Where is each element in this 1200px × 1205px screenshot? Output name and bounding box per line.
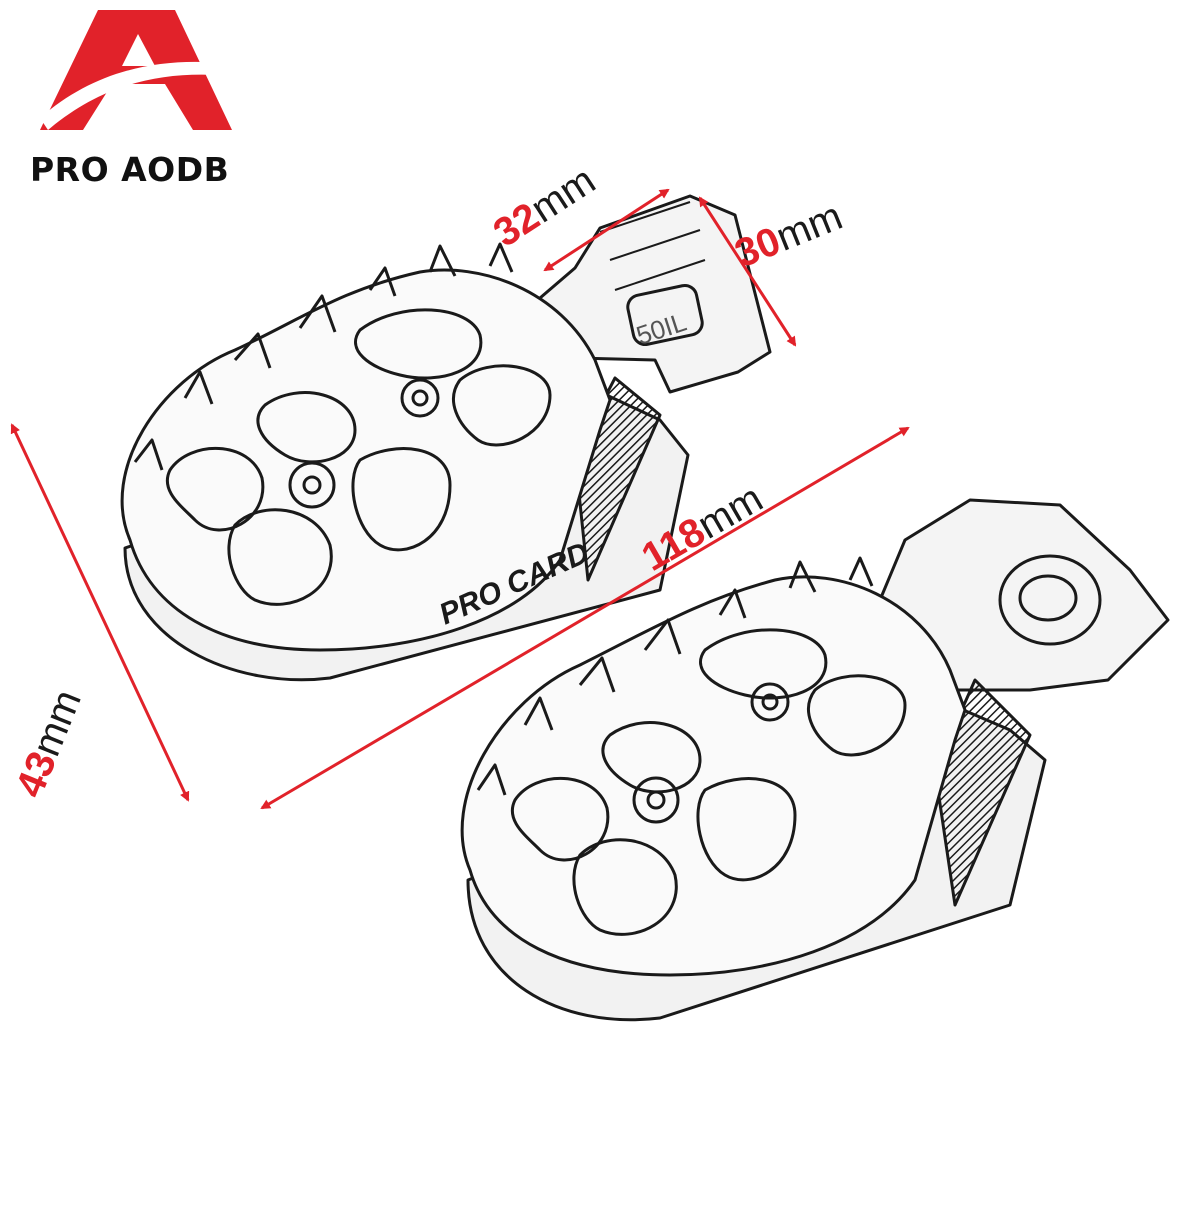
dimension-label-width: 32mm (486, 158, 603, 255)
svg-text:30mm: 30mm (729, 194, 849, 276)
svg-text:32mm: 32mm (486, 158, 603, 255)
brand-name: PRO AODB (30, 150, 230, 189)
brand-logo-icon (40, 10, 232, 131)
svg-text:43mm: 43mm (8, 684, 90, 804)
dimension-arrows (10, 188, 910, 810)
dimension-label-depth: 43mm (8, 684, 90, 804)
arrow-icon (10, 423, 190, 802)
dimension-unit-depth: mm (24, 684, 90, 762)
arrow-icon (543, 188, 670, 272)
arrow-icon (260, 426, 910, 810)
dimension-label-height: 30mm (729, 194, 849, 276)
arrow-icon (698, 196, 797, 347)
dimension-unit-height: mm (770, 194, 848, 260)
